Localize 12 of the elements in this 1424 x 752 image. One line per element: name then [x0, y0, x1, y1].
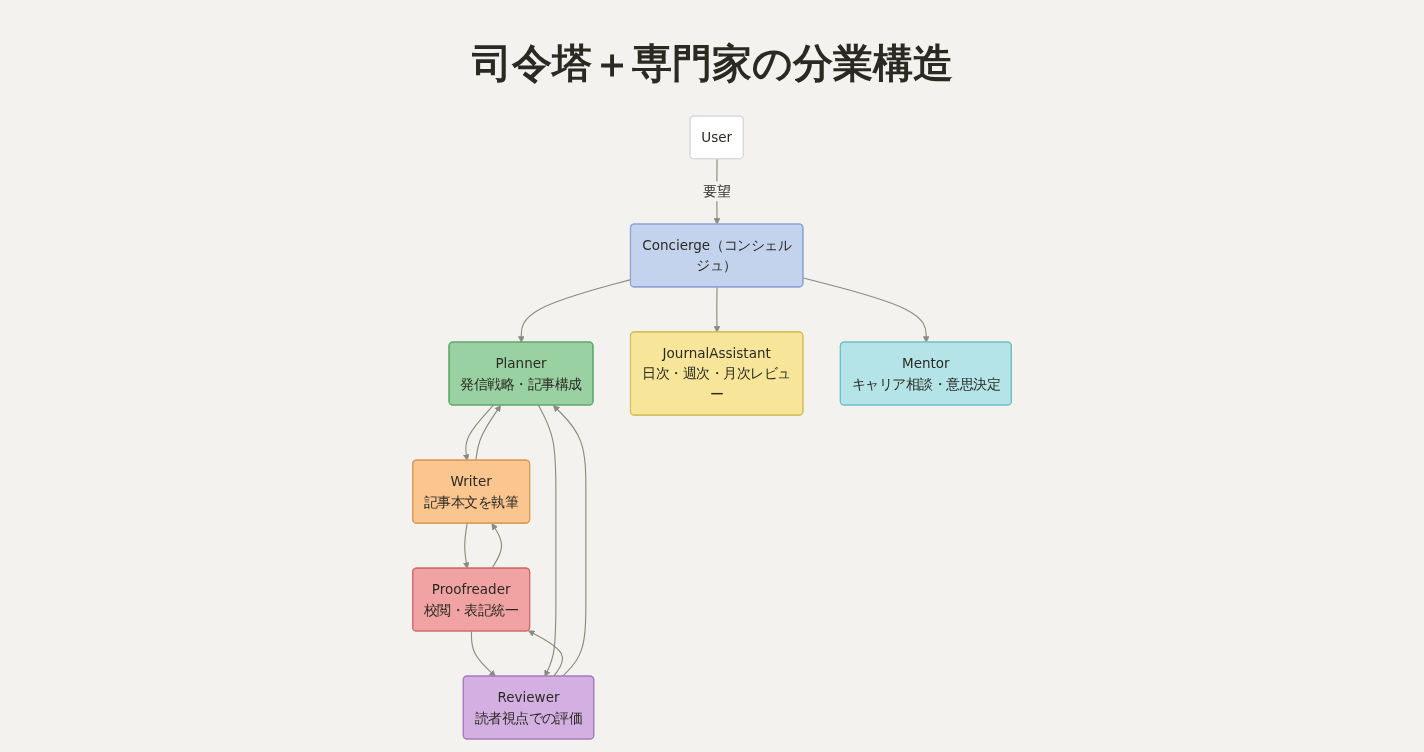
arrow	[537, 404, 557, 677]
arrow	[528, 630, 564, 677]
arrow	[470, 630, 496, 677]
arrow	[802, 277, 930, 343]
arrow	[713, 286, 721, 333]
arrow	[552, 405, 587, 677]
arrow	[463, 522, 470, 569]
arrow	[475, 405, 501, 462]
arrow	[463, 404, 494, 461]
edge-label: 要望	[703, 183, 731, 200]
arrow	[491, 523, 503, 569]
diagram-title: 司令塔＋専門家の分業構造	[470, 39, 954, 88]
